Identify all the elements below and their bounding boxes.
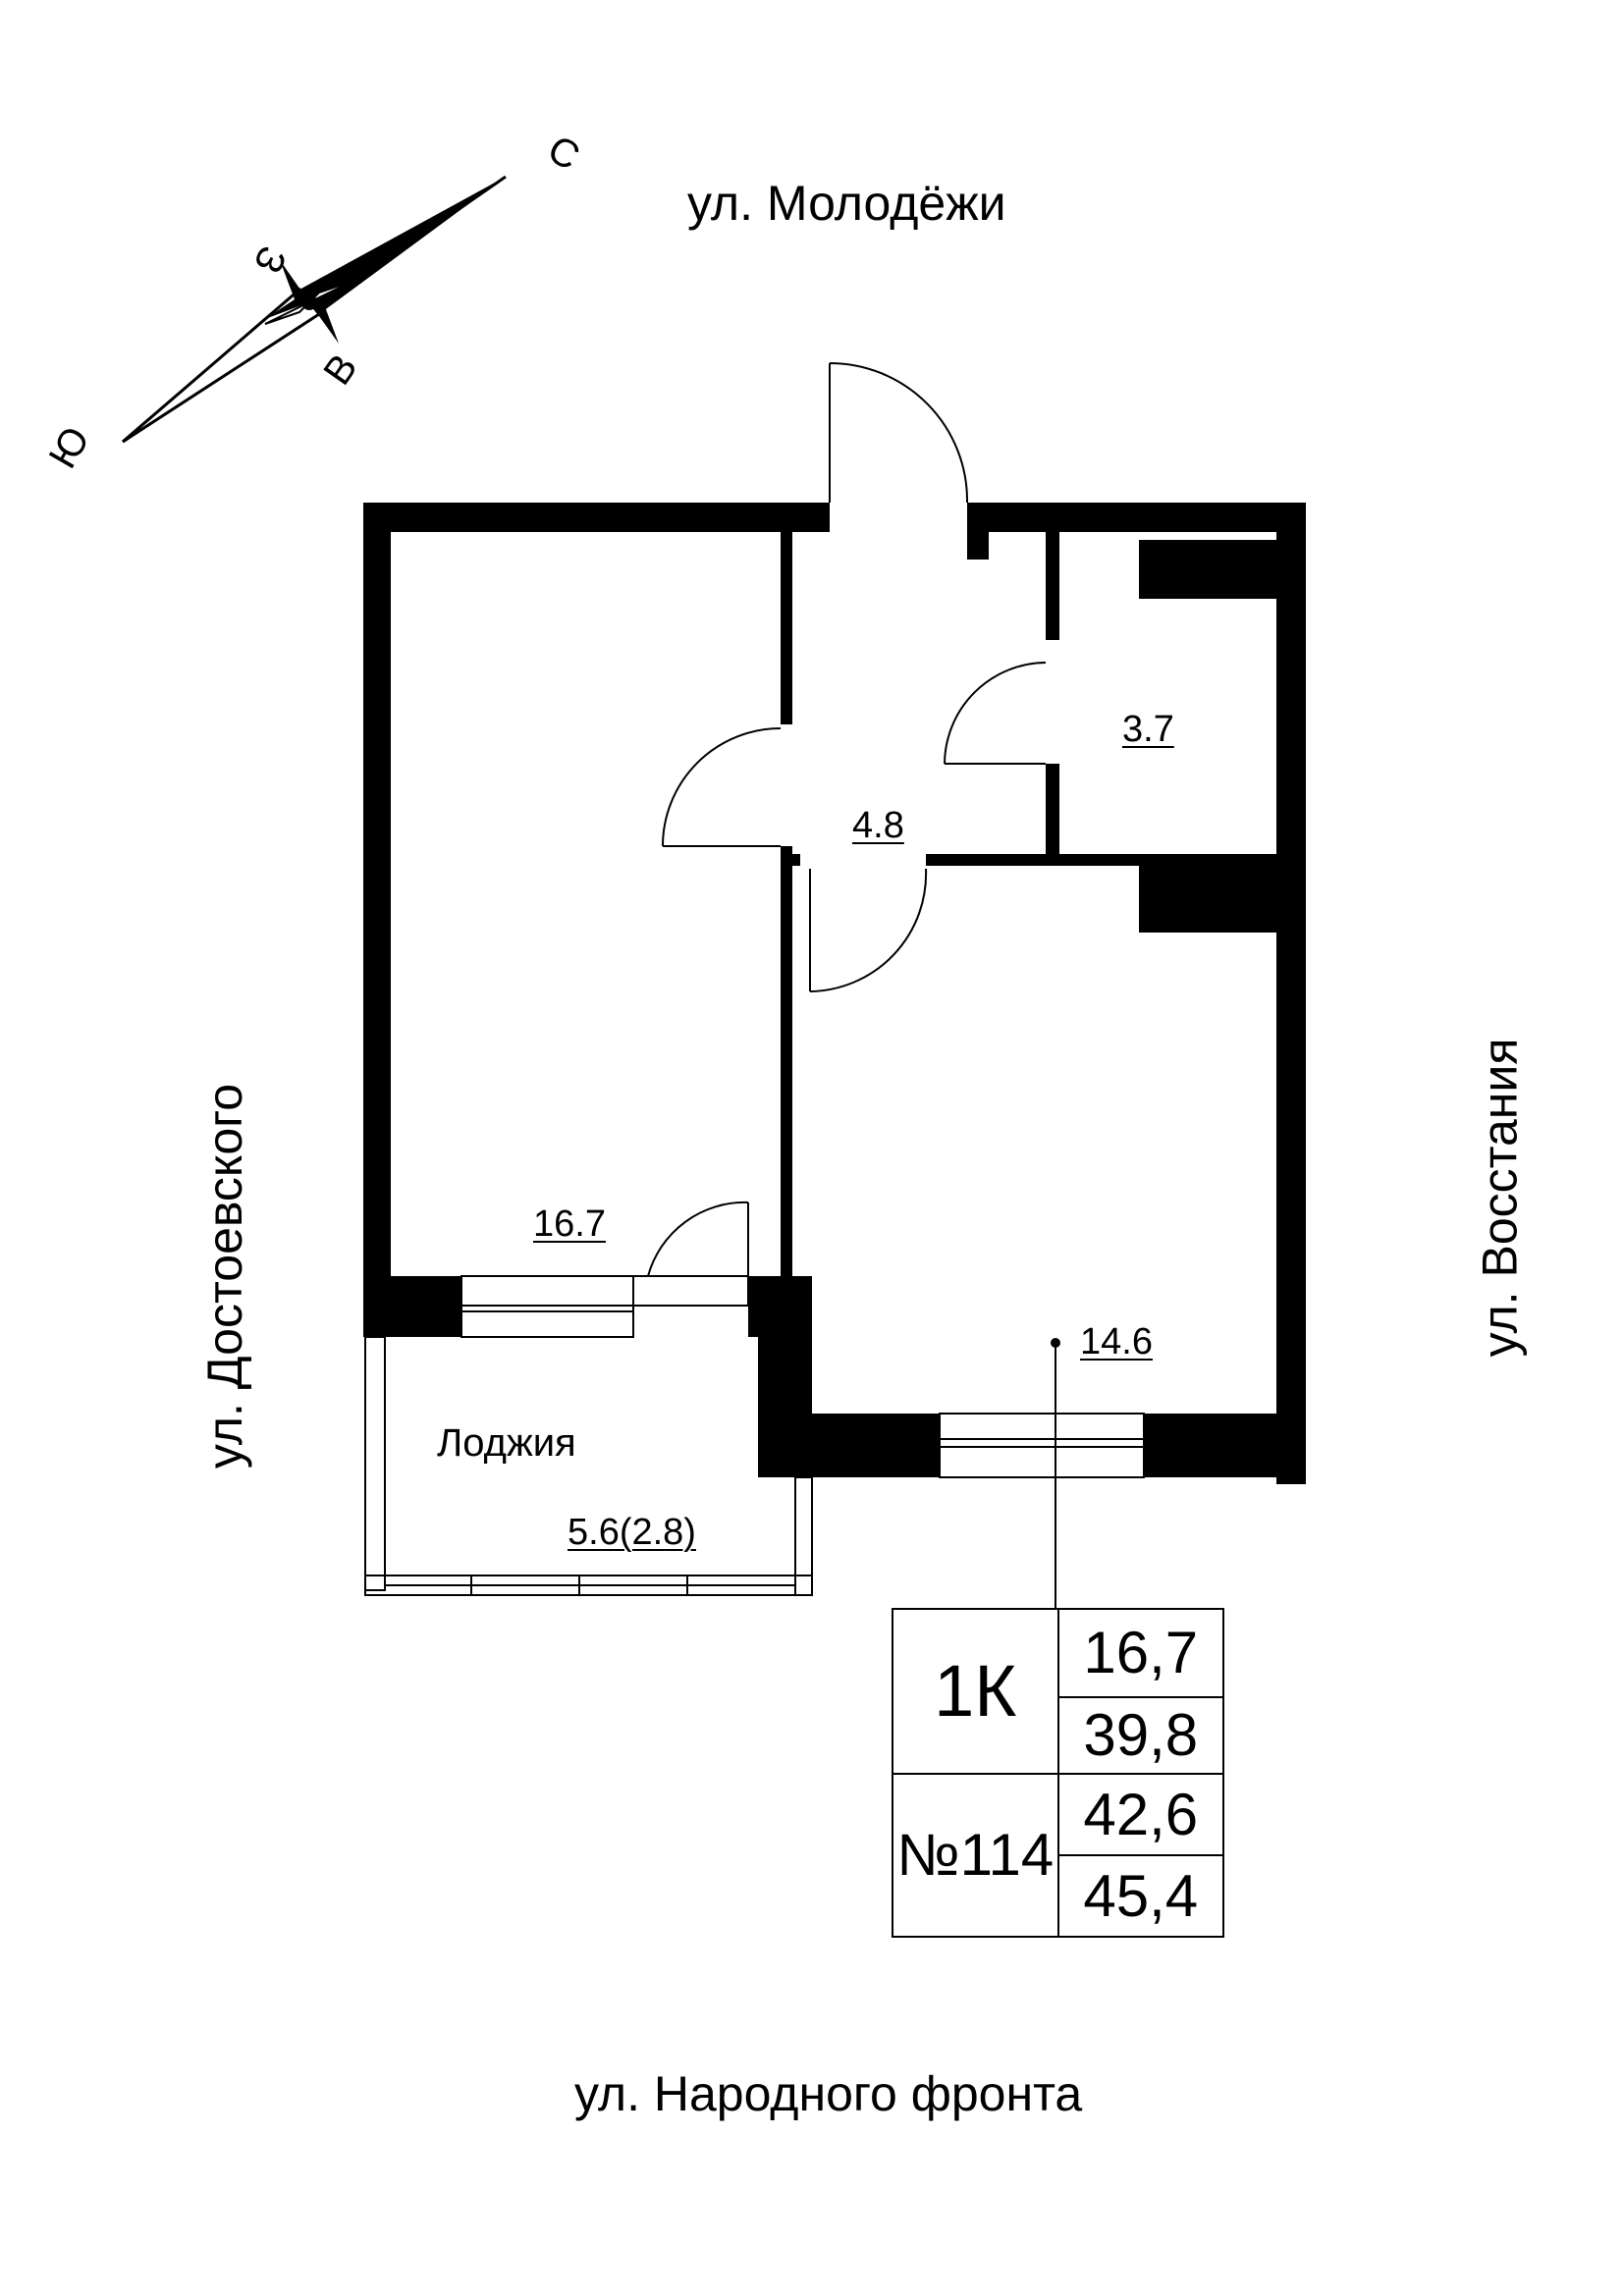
- hall-area: 4.8: [852, 805, 904, 846]
- total-area-reduced-value: 42,6: [1056, 1773, 1224, 1856]
- street-north: ул. Молодёжи: [687, 176, 1006, 231]
- door-kitchen: [809, 868, 928, 992]
- window-living-room: [460, 1275, 634, 1338]
- room-type: 1К: [892, 1608, 1059, 1775]
- loggia-name: Лоджия: [437, 1421, 576, 1465]
- street-south: ул. Народного фронта: [574, 2066, 1083, 2121]
- door-bathroom: [944, 662, 1047, 765]
- kitchen-area: 14.6: [1080, 1321, 1153, 1362]
- total-area-full-value: 45,4: [1056, 1854, 1224, 1938]
- loggia-area: 5.6(2.8): [568, 1512, 696, 1553]
- street-east: ул. Восстания: [1472, 1038, 1528, 1358]
- compass-north-label: С: [541, 128, 587, 180]
- entrance-door: [829, 362, 969, 504]
- compass-rose-icon: [122, 175, 507, 444]
- compass-west-label: З: [245, 240, 295, 280]
- door-living-room: [662, 727, 782, 847]
- leader-line: [1051, 1338, 1060, 1608]
- compass-east-label: В: [315, 347, 365, 393]
- living-room-area: 16.7: [533, 1203, 606, 1245]
- bathroom-area: 3.7: [1122, 709, 1174, 750]
- compass-south-label: Ю: [41, 419, 98, 475]
- window-kitchen: [939, 1413, 1145, 1478]
- total-area-excl-loggia-value: 39,8: [1056, 1696, 1224, 1775]
- apartment-summary-table: 1К 16,7 39,8 №114 42,6 45,4: [892, 1608, 1224, 1938]
- loggia-frame: [364, 1336, 813, 1596]
- interior-walls: [748, 532, 1276, 1337]
- living-area-value: 16,7: [1056, 1608, 1224, 1698]
- door-loggia: [632, 1201, 749, 1307]
- apartment-number: №114: [892, 1773, 1059, 1938]
- street-west: ул. Достоевского: [197, 1083, 253, 1469]
